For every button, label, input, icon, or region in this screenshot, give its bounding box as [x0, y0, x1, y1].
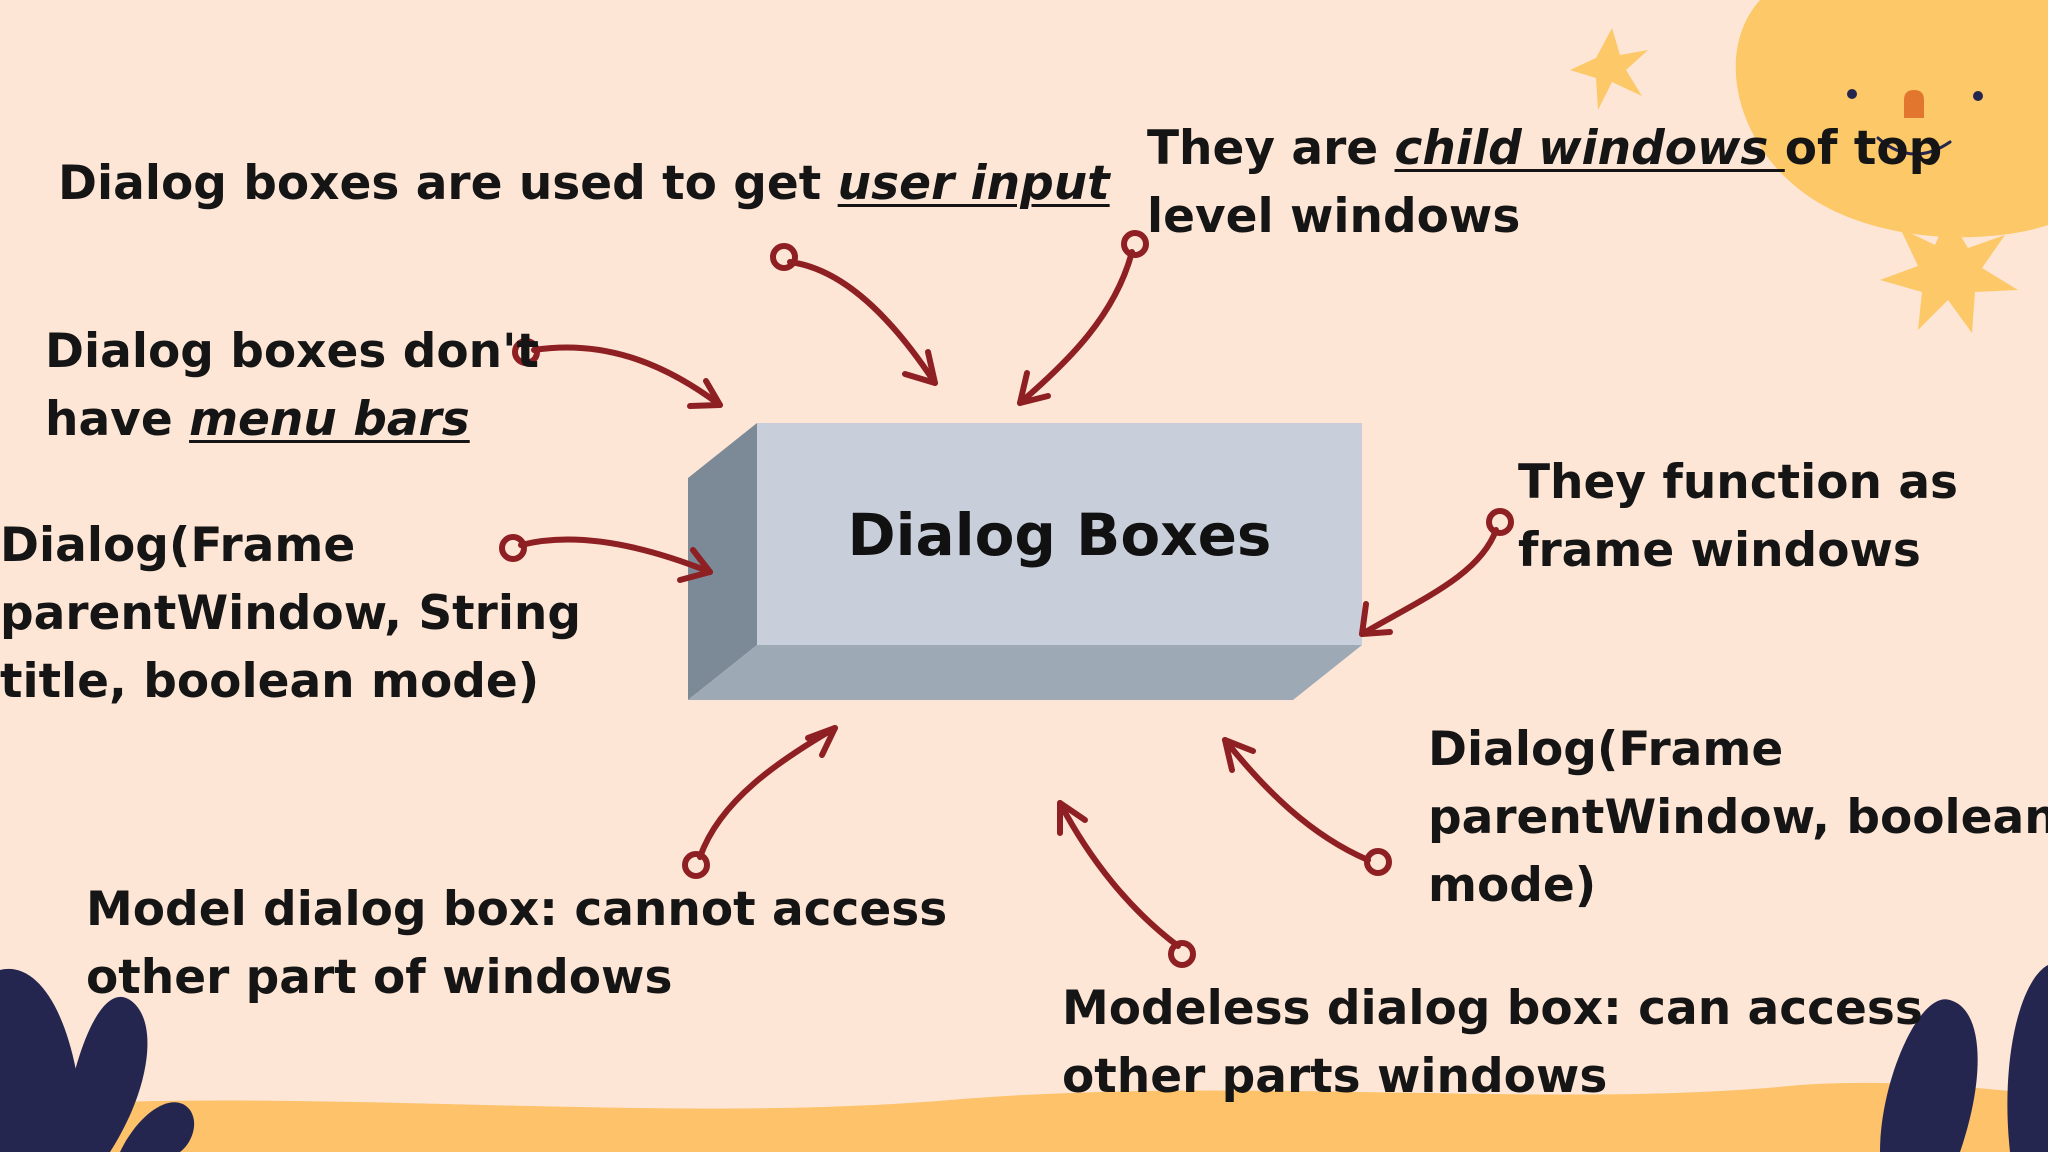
ground-wave [0, 1082, 2048, 1152]
label-constructor-mode-line2: parentWindow, boolean [1428, 790, 2048, 845]
label-user-input: Dialog boxes are used to get user input [58, 150, 1110, 218]
arrow-modal [682, 725, 838, 879]
leaf-icon-right [1880, 965, 2048, 1152]
sun-smile [1876, 136, 1952, 156]
label-modal: Model dialog box: cannot access other pa… [86, 876, 947, 1012]
label-menu-bars-prefix: have [45, 392, 190, 447]
label-child-windows-prefix: They are [1147, 121, 1395, 176]
arrow-child-windows [1017, 230, 1149, 406]
label-menu-bars-emphasis: menu bars [189, 392, 470, 447]
arrow-frame-windows [1359, 508, 1514, 637]
arrow-modeless [1057, 800, 1196, 968]
sun-icon [1735, 0, 2048, 238]
label-constructor-mode-line1: Dialog(Frame [1428, 722, 1784, 777]
label-child-windows-emphasis: child windows [1394, 121, 1785, 176]
sun-eye-left [1847, 89, 1857, 99]
label-constructor-title-line3: title, boolean mode) [0, 654, 540, 709]
label-modeless: Modeless dialog box: can access other pa… [1062, 975, 1923, 1111]
block-bottom-face [688, 645, 1362, 700]
star-icon-small [1570, 28, 1648, 110]
arrow-user-input [770, 243, 938, 386]
label-user-input-prefix: Dialog boxes are used to get [58, 156, 838, 211]
label-child-windows-line2: level windows [1147, 189, 1521, 244]
star-icon-large [1880, 215, 2018, 333]
block-front-face [757, 423, 1362, 645]
arrow-menu-bars [512, 338, 723, 409]
label-frame-windows: They function as frame windows [1518, 449, 1958, 585]
label-constructor-title: Dialog(Frame parentWindow, String title,… [0, 512, 581, 716]
label-frame-windows-line2: frame windows [1518, 523, 1921, 578]
label-user-input-emphasis: user input [837, 156, 1110, 211]
label-frame-windows-line1: They function as [1518, 455, 1959, 510]
label-constructor-mode: Dialog(Frame parentWindow, boolean mode) [1428, 716, 2048, 920]
label-child-windows: They are child windows of top level wind… [1147, 115, 1942, 251]
label-constructor-title-line1: Dialog(Frame [0, 518, 356, 573]
sun-eye-right [1973, 91, 1983, 101]
sun-nose [1904, 90, 1924, 118]
label-modal-line1: Model dialog box: cannot access [86, 882, 948, 937]
arrow-constructor-title [499, 534, 713, 583]
leaf-icon-left [0, 968, 195, 1152]
label-menu-bars-line1: Dialog boxes don't [45, 324, 539, 379]
label-modal-line2: other part of windows [86, 950, 673, 1005]
label-child-windows-suffix: of top [1784, 121, 1943, 176]
label-menu-bars: Dialog boxes don't have menu bars [45, 318, 539, 454]
block-side-face [688, 423, 757, 700]
label-constructor-title-line2: parentWindow, String [0, 586, 582, 641]
label-constructor-mode-line3: mode) [1428, 858, 1597, 913]
arrow-constructor-mode [1222, 737, 1392, 876]
diagram-title: Dialog Boxes [847, 501, 1272, 569]
label-modeless-line2: other parts windows [1062, 1049, 1608, 1104]
label-modeless-line1: Modeless dialog box: can access [1062, 981, 1923, 1036]
